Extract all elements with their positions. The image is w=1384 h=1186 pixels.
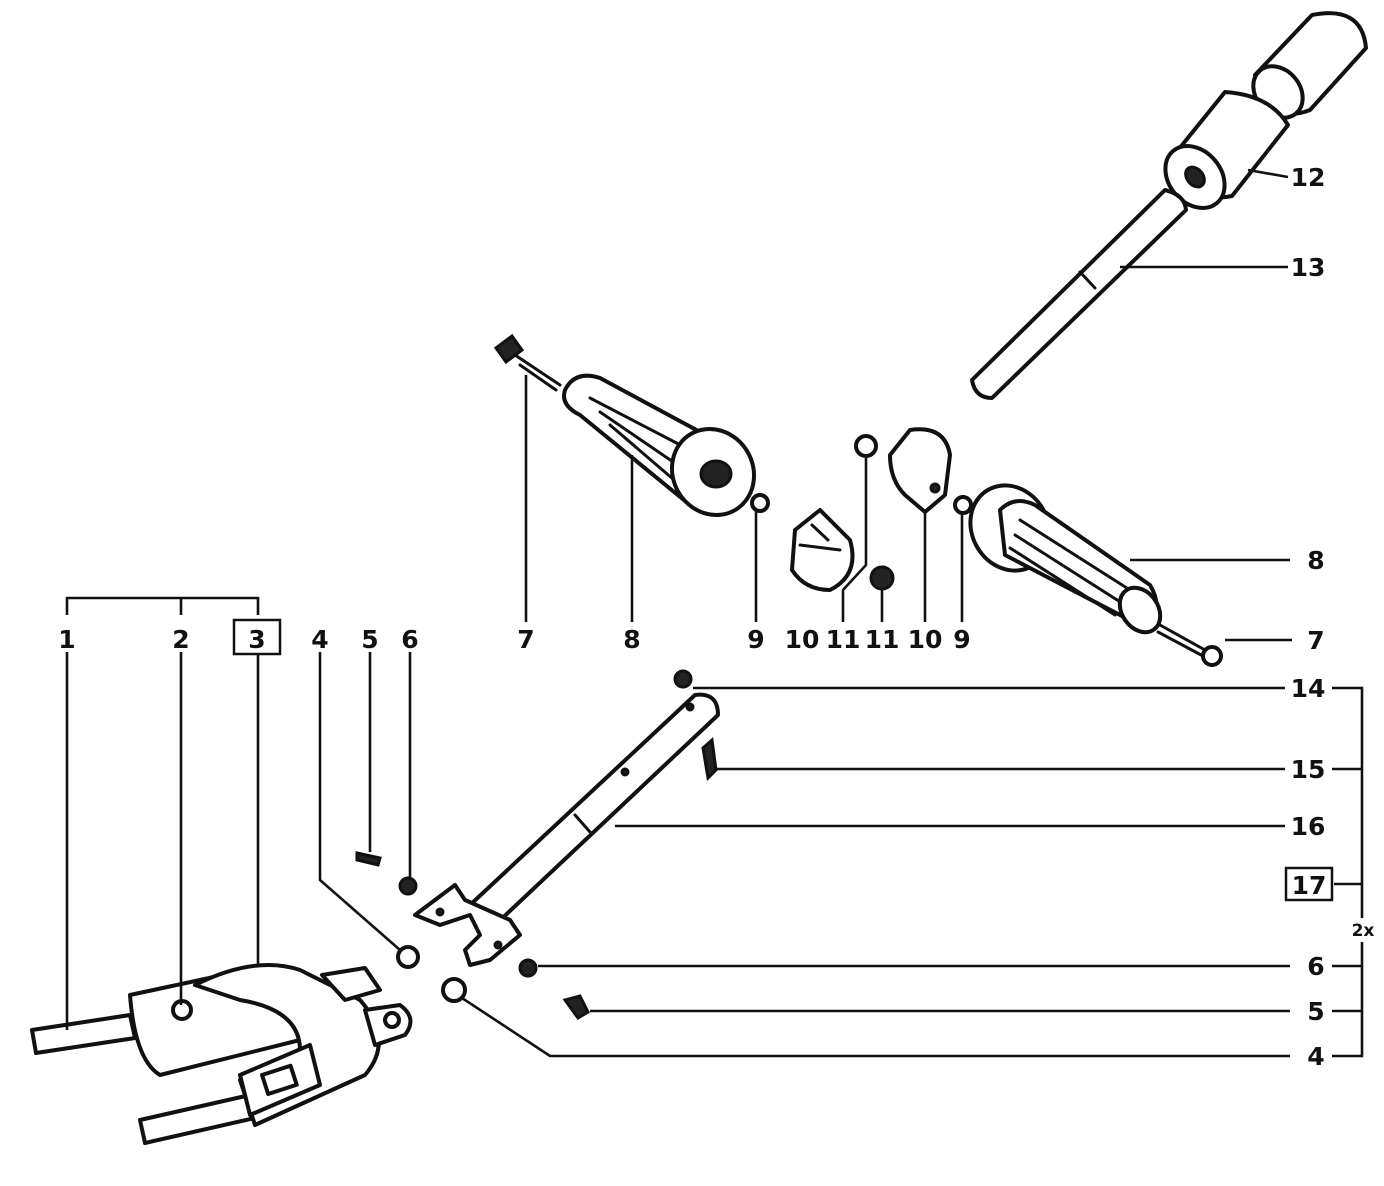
part-10-left-clamp [790,508,855,592]
callout-2: 2 [172,625,189,654]
leader-lines [65,168,1364,1058]
part-8-right-grip [968,483,1163,635]
callout-3-box [232,618,282,656]
callout-13: 13 [1291,253,1326,282]
callout-17: 17 [1292,871,1327,900]
part-5-right-screw [562,994,590,1020]
bracket [413,883,522,967]
part-10-right-clamp [888,427,952,514]
part-4-right-nut [441,977,467,1003]
part-6-left-nut [398,876,418,896]
part-9-left-washer [750,493,770,513]
part-11-nuts [854,434,895,591]
part-12-tube [1163,11,1368,210]
callout-3: 3 [248,625,265,654]
part-9-right-washer [953,495,973,515]
part-3-fender [193,963,413,1127]
callout-4-left: 4 [311,625,328,654]
callout-6-left: 6 [401,625,418,654]
callout-11-left: 11 [826,625,861,654]
callout-8-left: 8 [623,625,640,654]
part-7-left-bolt [493,333,562,392]
part-5-left-screw [355,851,382,867]
callout-10-right: 10 [908,625,943,654]
multiplier-bg [1348,918,1378,942]
callout-7-right: 7 [1307,626,1324,655]
callout-4-right: 4 [1307,1042,1324,1071]
callout-8-right: 8 [1307,546,1324,575]
callout-10-left: 10 [785,625,820,654]
callout-14: 14 [1291,674,1326,703]
callout-15: 15 [1291,755,1326,784]
part-6-right-nut [518,958,538,978]
callout-9-left: 9 [747,625,764,654]
multiplier-label: 2x [1352,921,1375,941]
callout-7-left: 7 [517,625,534,654]
part-14-bolt [673,669,693,689]
part-8-left-grip [562,373,757,518]
part-16-tube [468,692,720,927]
callout-5-right: 5 [1307,997,1324,1026]
callout-1: 1 [58,625,75,654]
callout-12: 12 [1291,163,1326,192]
part-7-right-bolt [1156,623,1223,667]
callout-16: 16 [1291,812,1326,841]
callout-9-right: 9 [953,625,970,654]
callout-17-box [1284,866,1334,902]
part-4-left-nut [396,945,420,969]
callout-11-right: 11 [865,625,900,654]
callout-5-left: 5 [361,625,378,654]
callout-6-right: 6 [1307,952,1324,981]
part-13-rod [970,188,1188,400]
part-15-screw [701,737,718,782]
